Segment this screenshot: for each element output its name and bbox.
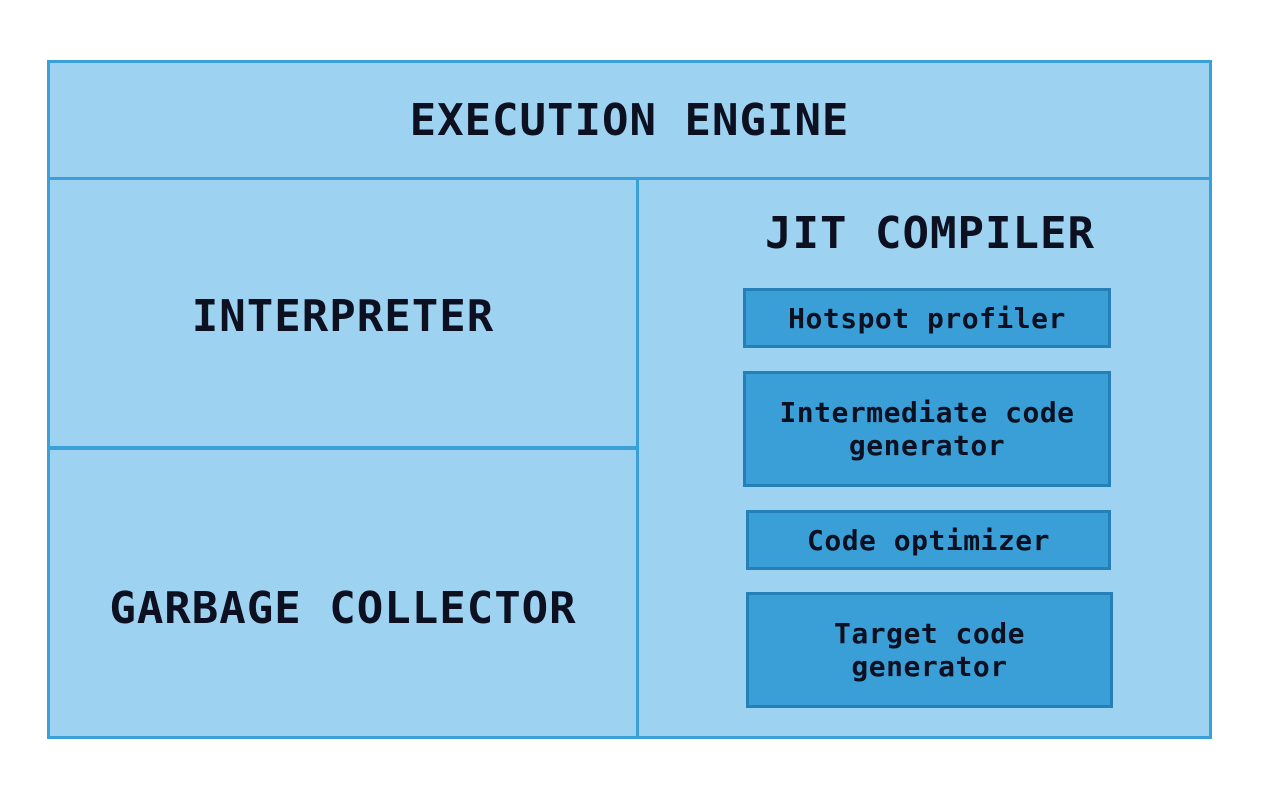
jit-compiler-box: JIT COMPILER Hotspot profiler Intermedia… [639, 180, 1209, 736]
garbage-collector-box: GARBAGE COLLECTOR [50, 450, 636, 736]
jit-compiler-title: JIT COMPILER [765, 208, 1095, 259]
intermediate-code-generator-label: Intermediate code generator [779, 396, 1075, 462]
hotspot-profiler-label: Hotspot profiler [788, 301, 1066, 335]
garbage-collector-label: GARBAGE COLLECTOR [109, 582, 577, 634]
code-optimizer-box: Code optimizer [746, 510, 1111, 570]
execution-engine-diagram: EXECUTION ENGINE INTERPRETER GARBAGE COL… [47, 60, 1212, 739]
execution-engine-title: EXECUTION ENGINE [409, 94, 850, 146]
execution-engine-header: EXECUTION ENGINE [50, 63, 1209, 180]
target-code-generator-box: Target code generator [746, 592, 1113, 708]
interpreter-label: INTERPRETER [191, 290, 495, 342]
target-code-generator-label: Target code generator [834, 617, 1025, 683]
intermediate-code-generator-box: Intermediate code generator [743, 371, 1111, 487]
left-column: INTERPRETER GARBAGE COLLECTOR [50, 180, 639, 736]
hotspot-profiler-box: Hotspot profiler [743, 288, 1111, 348]
code-optimizer-label: Code optimizer [806, 523, 1050, 557]
interpreter-box: INTERPRETER [50, 180, 636, 450]
